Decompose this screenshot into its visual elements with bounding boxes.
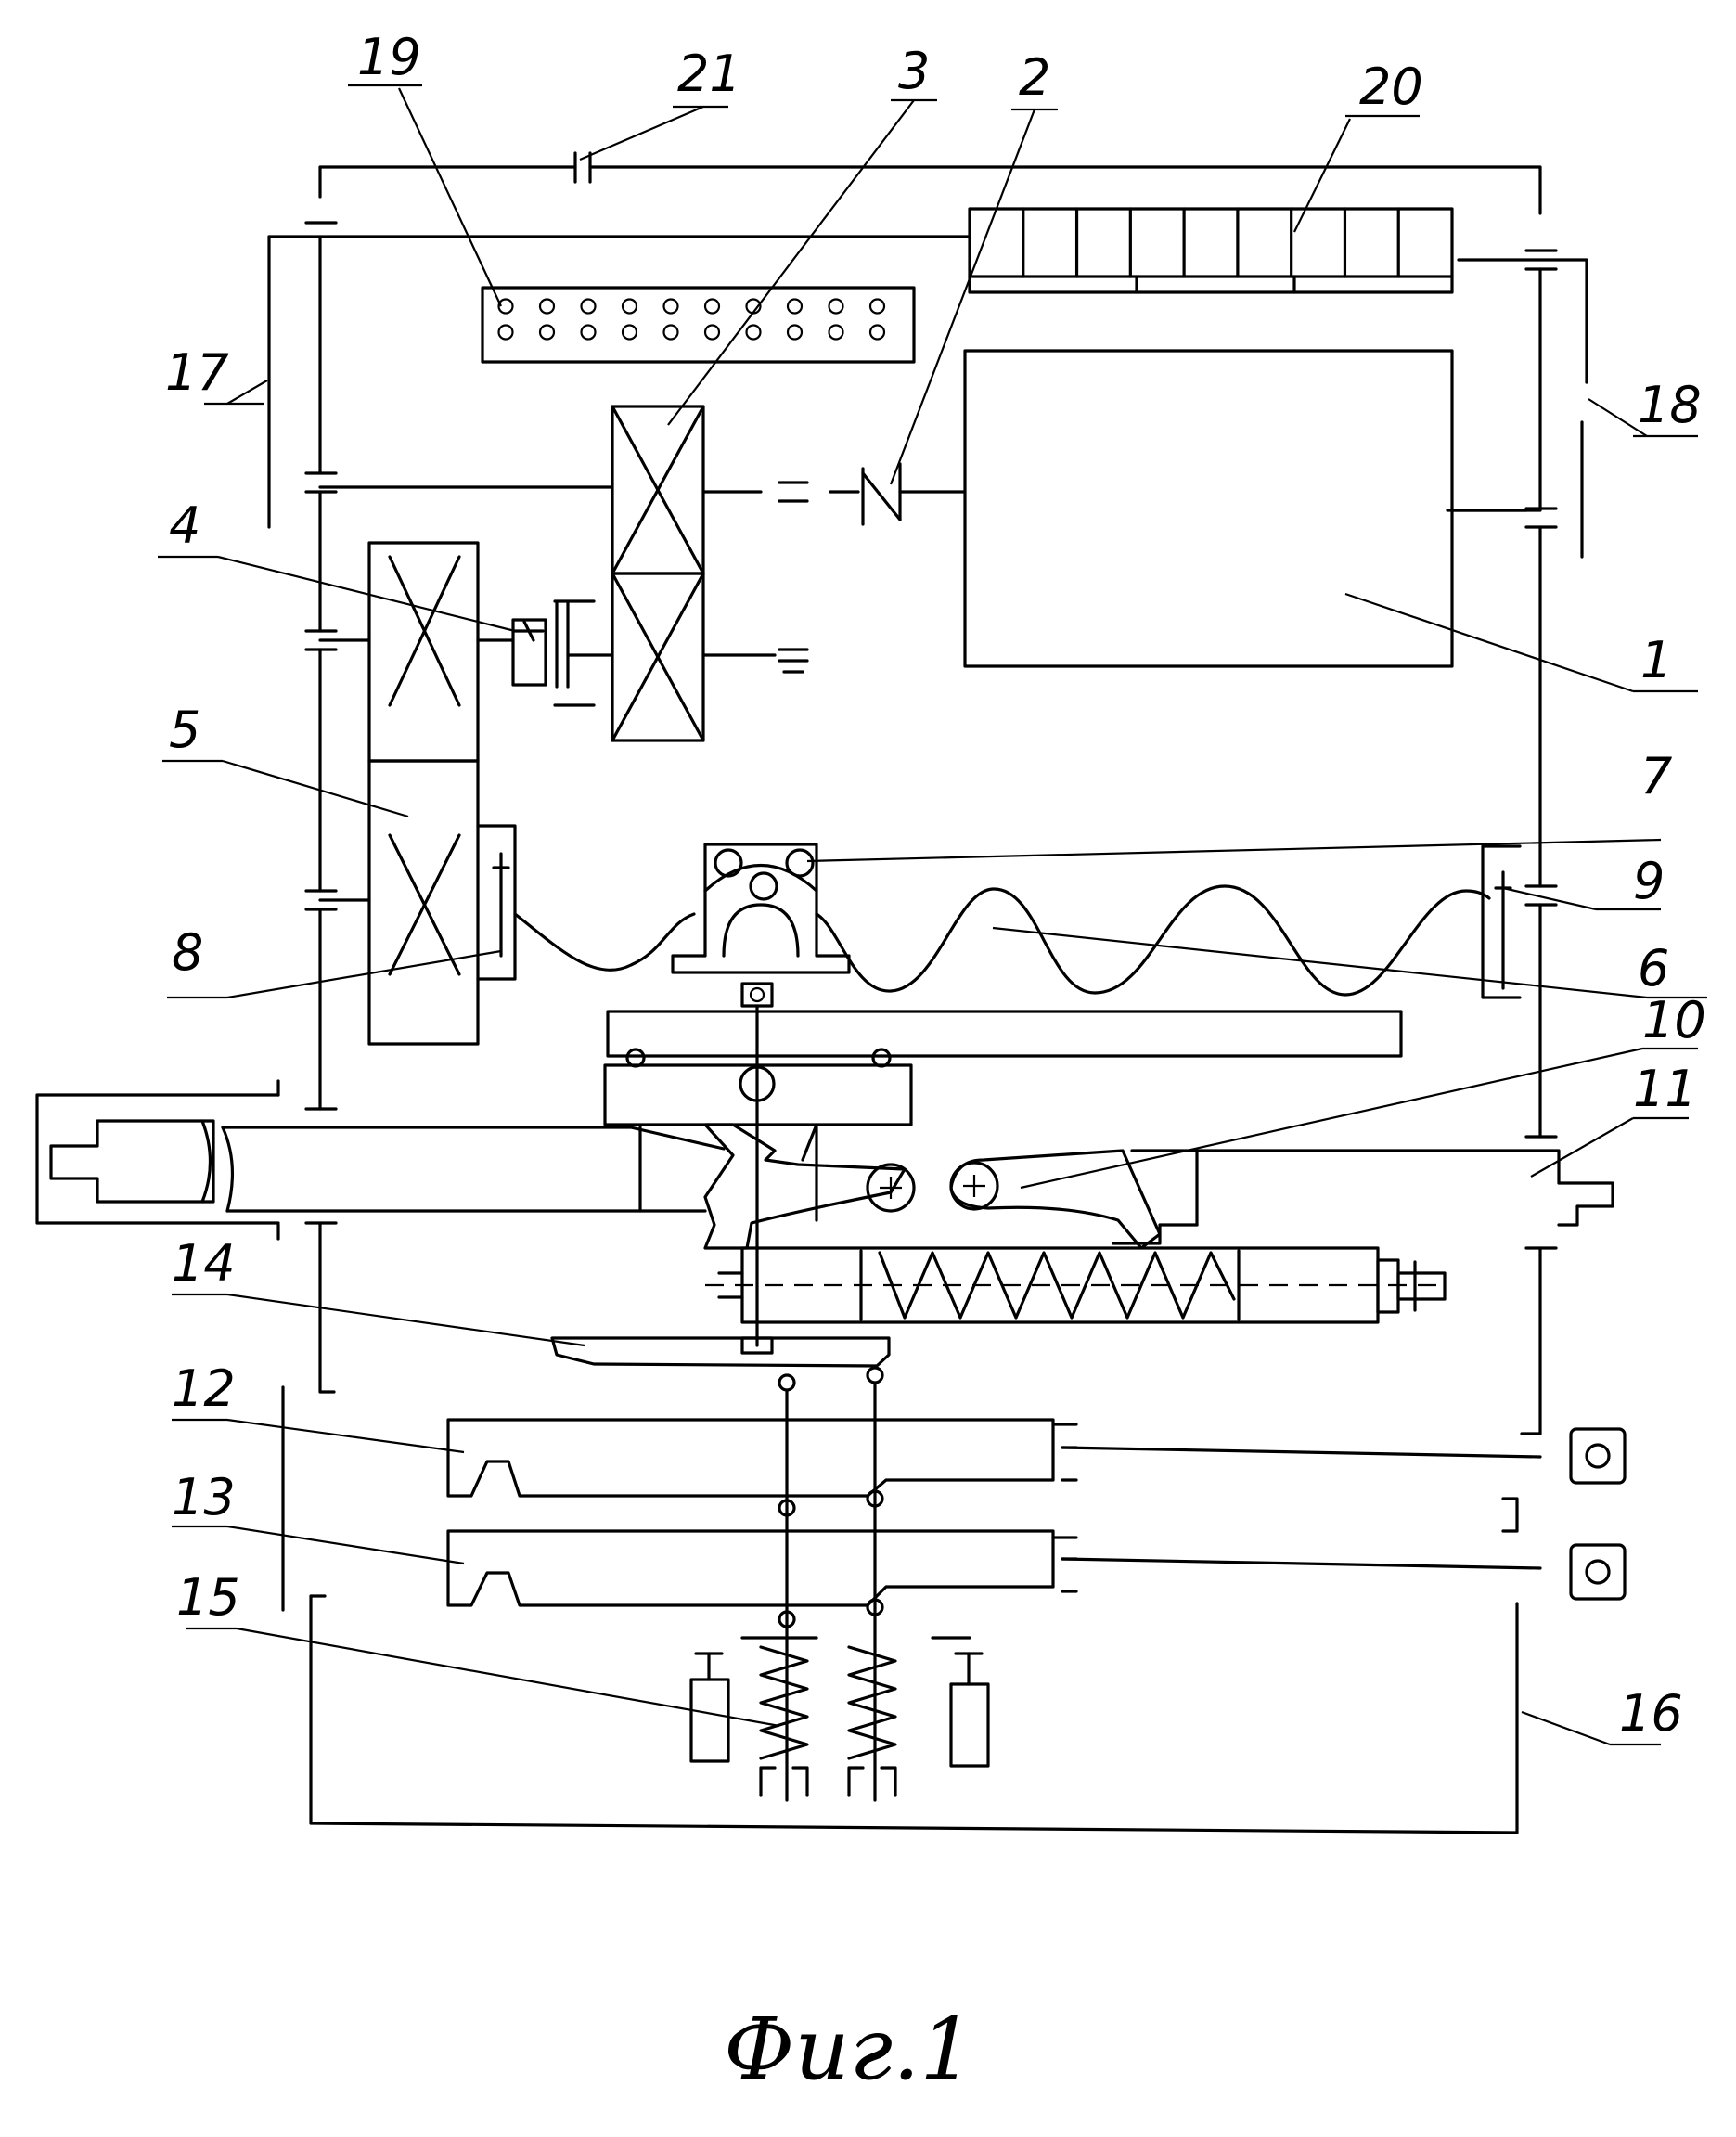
terminal-hole	[788, 326, 802, 340]
terminal-hole	[829, 326, 843, 340]
label-12: 12	[172, 1359, 236, 1418]
label-5: 5	[169, 701, 200, 759]
terminal-hole	[870, 300, 884, 314]
terminal-hole	[499, 326, 513, 340]
label-1: 1	[1640, 631, 1672, 689]
bracket-9	[1483, 846, 1520, 998]
top-frame	[306, 153, 1540, 223]
coupling-4	[478, 601, 612, 705]
terminal-hole	[582, 300, 596, 314]
terminal-hole	[664, 326, 678, 340]
vertical-rods	[779, 1383, 882, 1800]
label-14: 14	[172, 1234, 236, 1293]
housing-16	[311, 1596, 1517, 1833]
latch-levers-10	[705, 1125, 1160, 1248]
gear-reducer-3	[612, 406, 703, 740]
label-6: 6	[1638, 939, 1669, 998]
plate-14	[552, 1338, 889, 1390]
leader-lines	[158, 85, 1707, 1744]
label-3: 3	[898, 42, 930, 100]
label-17: 17	[165, 343, 229, 402]
terminal-hole	[664, 300, 678, 314]
bracket-8	[478, 826, 515, 979]
terminal-hole	[582, 326, 596, 340]
left-rails	[269, 237, 970, 1610]
contact-bar-13	[448, 1499, 1625, 1605]
terminal-hole	[540, 300, 554, 314]
terminal-hole	[540, 326, 554, 340]
contact-bar-12	[448, 1420, 1625, 1496]
springs-15	[691, 1638, 988, 1796]
label-19: 19	[357, 28, 421, 86]
terminal-hole	[788, 300, 802, 314]
label-16: 16	[1619, 1684, 1683, 1743]
terminal-hole	[870, 326, 884, 340]
terminal-strip-19	[482, 288, 914, 362]
clutch-2	[703, 464, 965, 672]
label-2: 2	[1019, 48, 1050, 107]
label-11: 11	[1633, 1060, 1697, 1118]
label-15: 15	[176, 1568, 240, 1627]
label-21: 21	[677, 45, 741, 103]
terminal-hole	[623, 326, 637, 340]
label-13: 13	[172, 1468, 236, 1526]
terminal-hole	[829, 300, 843, 314]
slide-rail	[605, 1011, 1401, 1125]
label-4: 4	[169, 496, 200, 555]
motor-block-1	[965, 351, 1452, 666]
label-10: 10	[1642, 991, 1706, 1049]
carriage-7	[673, 844, 849, 972]
terminal-hole	[705, 300, 719, 314]
terminal-hole	[623, 300, 637, 314]
spring-rod	[705, 1248, 1447, 1322]
figure-caption: Фиг.1	[724, 2000, 974, 2099]
number-labels: 19 21 3 2 20 17 18 4 1 5 7 9 8 6 10 11 1…	[165, 28, 1706, 1743]
label-20: 20	[1359, 58, 1423, 116]
indicator-20	[970, 209, 1452, 292]
label-18: 18	[1638, 376, 1702, 434]
label-8: 8	[172, 923, 203, 982]
wave-cable-6	[515, 886, 1489, 995]
label-9: 9	[1633, 852, 1665, 910]
hanger-rod	[742, 984, 772, 1345]
terminal-hole	[705, 326, 719, 340]
terminal-hole	[747, 326, 761, 340]
guide-bar-11	[37, 1095, 1613, 1243]
label-7: 7	[1640, 747, 1672, 805]
